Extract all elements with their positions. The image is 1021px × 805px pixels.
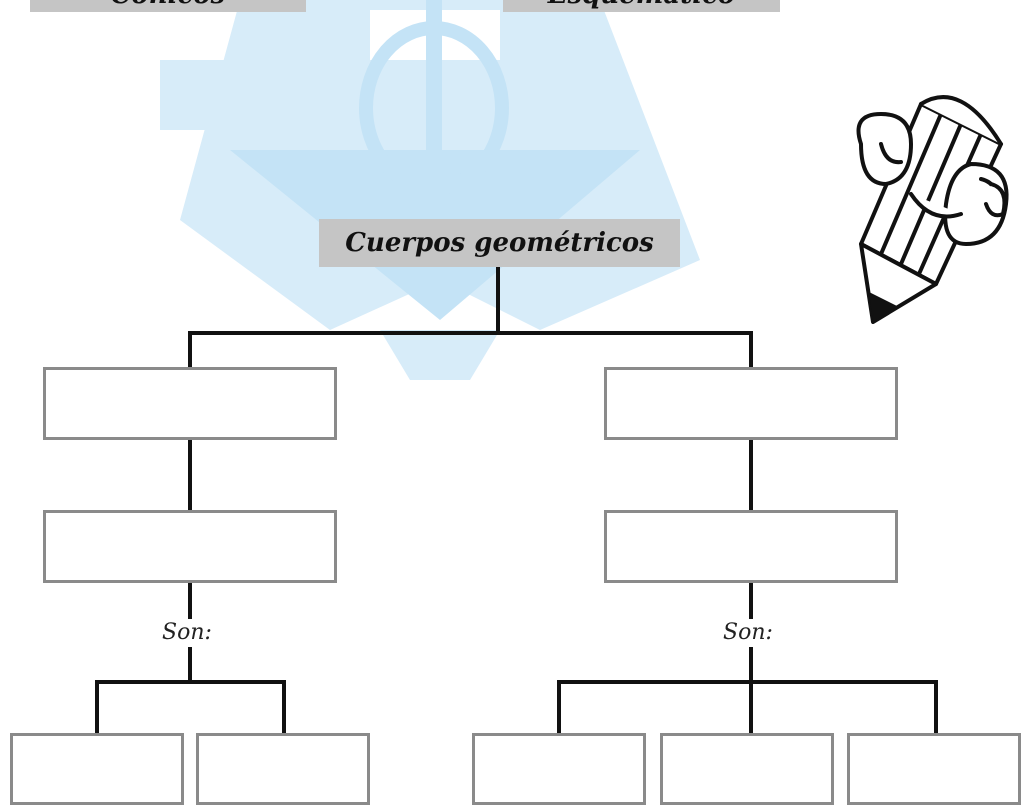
- left-bottom-drop-b: [282, 680, 286, 735]
- top-left-banner-text: Cónicos: [111, 0, 226, 10]
- right-level2-box[interactable]: [604, 510, 898, 583]
- right-level2-connector: [749, 583, 753, 735]
- top-right-banner: Esquemático: [503, 0, 780, 12]
- root-node: Cuerpos geométricos: [319, 219, 680, 267]
- top-right-banner-text: Esquemático: [548, 0, 736, 10]
- root-node-label: Cuerpos geométricos: [345, 228, 654, 258]
- left-son-label: Son:: [158, 619, 216, 647]
- top-horizontal-connector: [188, 331, 753, 335]
- right-level1-box[interactable]: [604, 367, 898, 440]
- root-connector: [496, 267, 500, 333]
- left-leaf-box-1[interactable]: [10, 733, 184, 805]
- left-drop-connector: [188, 331, 192, 369]
- left-level2-box[interactable]: [43, 510, 337, 583]
- right-level1-connector: [749, 440, 753, 510]
- left-level1-connector: [188, 440, 192, 510]
- left-bottom-drop-a: [95, 680, 99, 735]
- right-son-label: Son:: [719, 619, 777, 647]
- left-level1-box[interactable]: [43, 367, 337, 440]
- right-bottom-drop-c: [934, 680, 938, 735]
- top-left-banner: Cónicos: [30, 0, 306, 12]
- left-bottom-horizontal: [95, 680, 286, 684]
- left-leaf-box-2[interactable]: [196, 733, 370, 805]
- right-drop-connector: [749, 331, 753, 369]
- right-leaf-box-3[interactable]: [847, 733, 1021, 805]
- right-bottom-drop-a: [557, 680, 561, 735]
- right-bottom-horizontal: [557, 680, 938, 684]
- right-leaf-box-1[interactable]: [472, 733, 646, 805]
- right-leaf-box-2[interactable]: [660, 733, 834, 805]
- hand-holding-pencil-icon: [856, 95, 1009, 324]
